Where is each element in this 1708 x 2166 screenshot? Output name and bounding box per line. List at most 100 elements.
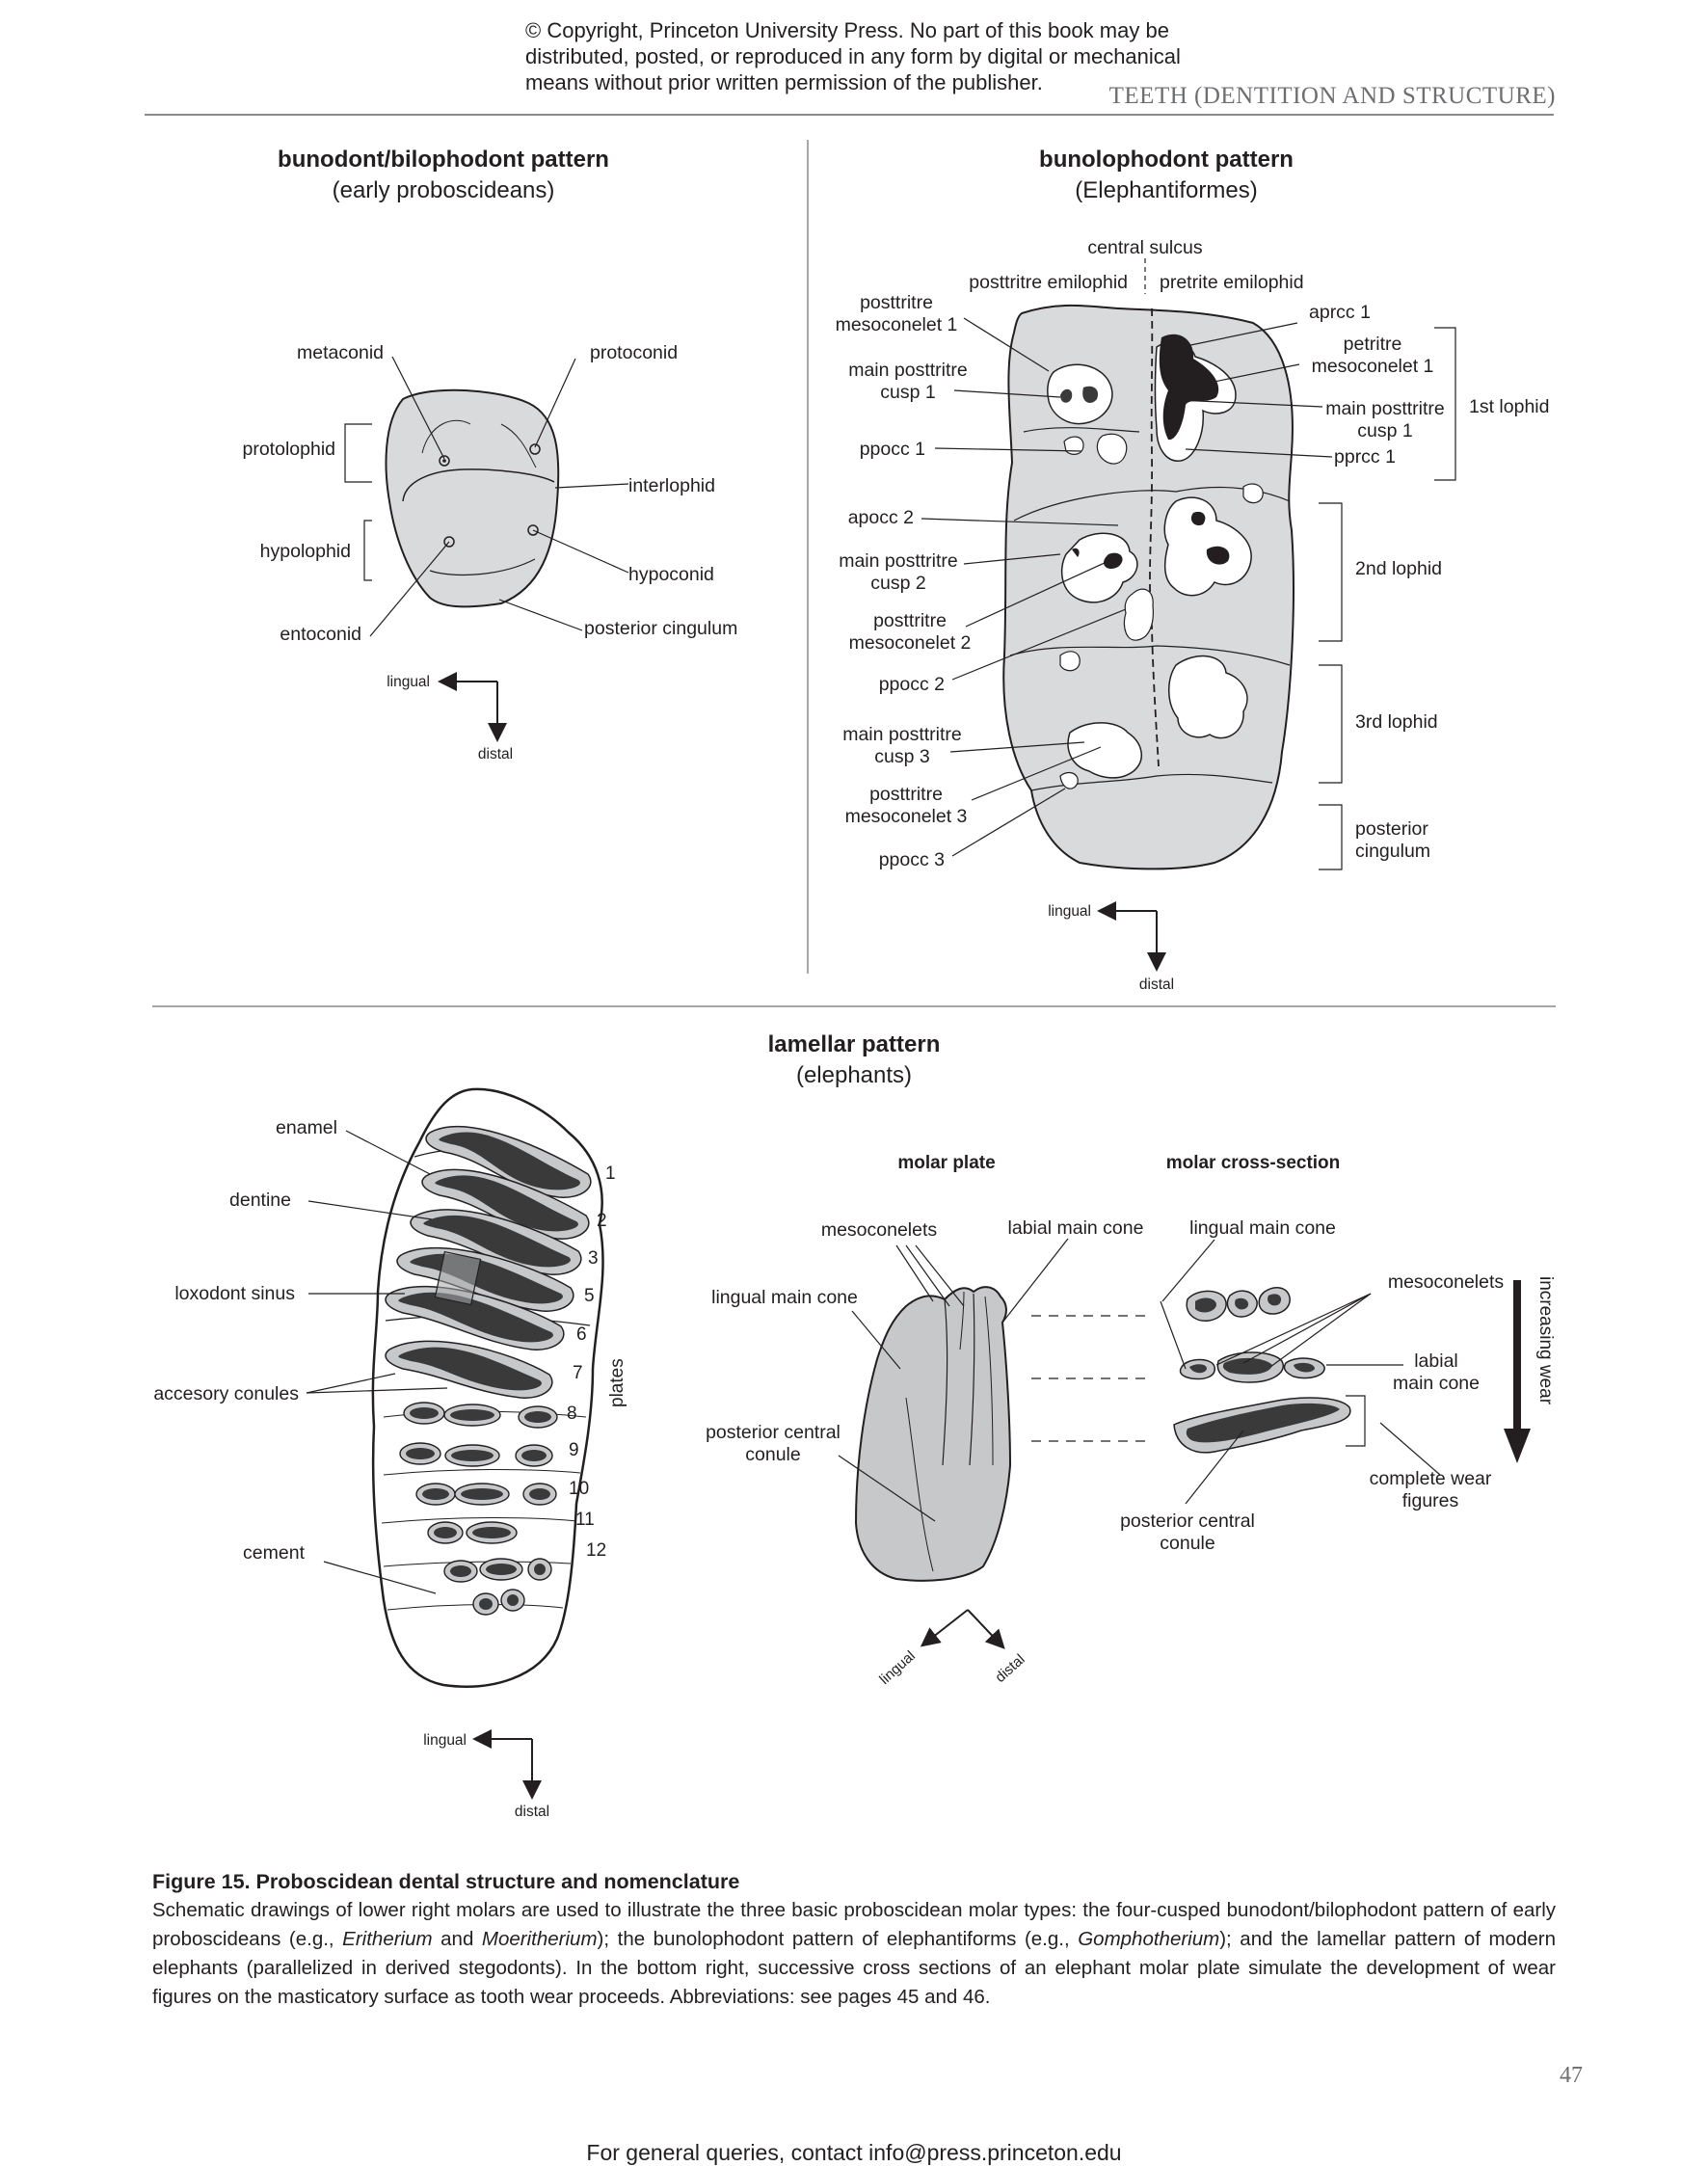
label-main-posttritre-cusp-3: main posttritre xyxy=(842,724,962,745)
caption-taxon: Gomphotherium xyxy=(1078,1928,1219,1950)
label-posttritre-mesoconelet-2: mesoconelet 2 xyxy=(849,632,972,654)
label-petritre-mesoconelet-1: mesoconelet 1 xyxy=(1312,356,1434,377)
plate-number: 3 xyxy=(588,1248,599,1269)
label-accesory-conules: accesory conules xyxy=(153,1383,299,1404)
plate-number: 8 xyxy=(567,1404,577,1424)
plate-conule-dentine xyxy=(472,1527,511,1538)
label-labial-main-cone: labial xyxy=(1414,1350,1458,1372)
label-posterior-cingulum: posterior cingulum xyxy=(584,618,737,639)
label-posttritre-mesoconelet-3: mesoconelet 3 xyxy=(845,806,968,827)
label-posterior-central-conule: posterior central xyxy=(706,1422,841,1443)
orientation-distal: distal xyxy=(1139,976,1174,993)
plate-number: 1 xyxy=(605,1163,616,1184)
label-pprcc-1: pprcc 1 xyxy=(1334,446,1396,468)
orientation-lingual: lingual xyxy=(423,1732,467,1749)
label-aprcc-1: aprcc 1 xyxy=(1309,302,1371,323)
label-entoconid: entoconid xyxy=(280,624,361,645)
bunolophodont-tooth xyxy=(1003,306,1294,869)
plate-number: 2 xyxy=(597,1211,607,1231)
bunodont-tooth xyxy=(387,390,559,607)
plate-conule-dentine xyxy=(461,1488,503,1500)
label-pretrite-emilophid: pretrite emilophid xyxy=(1160,272,1304,293)
figure-caption: Figure 15. Proboscidean dental structure… xyxy=(152,1867,1556,2012)
plate-number: 9 xyxy=(569,1440,579,1460)
plate-conule-dentine xyxy=(410,1407,439,1419)
plate-conule-dentine xyxy=(486,1564,517,1575)
increasing-wear-arrow: increasing wear xyxy=(1504,1276,1556,1463)
label-ppocc-2: ppocc 2 xyxy=(879,674,945,695)
orientation-lingual: lingual xyxy=(387,674,430,690)
plate-conule-dentine xyxy=(524,1411,551,1423)
label-main-posttritre-cusp-1: cusp 1 xyxy=(880,382,935,403)
label-main-posttritre-cusp-3: cusp 3 xyxy=(874,746,929,767)
plate-conule-dentine xyxy=(450,1565,471,1577)
caption-body: Schematic drawings of lower right molars… xyxy=(152,1899,1556,2008)
label-ppocc-3: ppocc 3 xyxy=(879,849,945,870)
caption-taxon: Moeritherium xyxy=(482,1928,598,1950)
label-petritre-mesoconelet-1: petritre xyxy=(1344,334,1402,355)
orientation-distal: distal xyxy=(478,746,513,762)
label-main-posttritre-cusp-2: main posttritre xyxy=(839,550,958,572)
label-main-posttritre-cusp-1-right: cusp 1 xyxy=(1357,420,1412,441)
label-main-posttritre-cusp-1: main posttritre xyxy=(848,360,968,381)
caption-title: Figure 15. Proboscidean dental structure… xyxy=(152,1867,1556,1896)
plate-conule-dentine xyxy=(451,1450,494,1461)
label-loxodont-sinus: loxodont sinus xyxy=(174,1283,295,1304)
figure-drawing: metaconid protoconid protolophid interlo… xyxy=(0,0,1708,1860)
label-posttritre-mesoconelet-3: posttritre xyxy=(869,784,943,805)
orientation-lingual: lingual xyxy=(1048,903,1091,920)
plate-conule-dentine xyxy=(450,1409,494,1421)
orientation-distal: distal xyxy=(992,1651,1027,1686)
cross-section-drawing xyxy=(1174,1288,1350,1453)
label-interlophid: interlophid xyxy=(628,475,715,496)
label-plates: plates xyxy=(607,1358,627,1407)
label-ppocc-1: ppocc 1 xyxy=(860,439,925,460)
label-lingual-main-cone: lingual main cone xyxy=(1189,1217,1336,1239)
plate-conule-dentine xyxy=(422,1488,449,1500)
label-main-posttritre-cusp-2: cusp 2 xyxy=(870,573,925,594)
label-posttritre-emilophid: posttritre emilophid xyxy=(969,272,1128,293)
bunodont-orientation: lingual distal xyxy=(387,674,513,762)
label-main-posttritre-cusp-1-right: main posttritre xyxy=(1325,398,1445,419)
plate-conule-dentine xyxy=(406,1448,435,1459)
label-hypolophid: hypolophid xyxy=(260,541,351,562)
label-central-sulcus: central sulcus xyxy=(1087,237,1202,258)
lamellar-molar xyxy=(373,1089,603,1687)
plate-conule-dentine xyxy=(507,1594,519,1606)
plate-number: 7 xyxy=(573,1363,583,1383)
plate-number: 5 xyxy=(584,1286,595,1306)
plate-conule-dentine xyxy=(521,1450,547,1461)
label-posterior-cingulum: posterior xyxy=(1355,818,1428,840)
label-mesoconelets: mesoconelets xyxy=(821,1219,938,1241)
orientation-lingual: lingual xyxy=(876,1647,919,1688)
label-lingual-main-cone: lingual main cone xyxy=(711,1287,858,1308)
label-complete-wear-figures: figures xyxy=(1402,1490,1459,1511)
molar-plate-drawing xyxy=(856,1287,1010,1581)
label-metaconid: metaconid xyxy=(297,342,384,363)
label-cement: cement xyxy=(243,1542,306,1564)
label-posttritre-mesoconelet-1: mesoconelet 1 xyxy=(836,314,958,335)
label-posterior-central-conule: posterior central xyxy=(1120,1511,1255,1532)
label-mesoconelets: mesoconelets xyxy=(1388,1271,1505,1293)
label-posttritre-mesoconelet-2: posttritre xyxy=(873,610,947,631)
label-labial-main-cone: labial main cone xyxy=(1008,1217,1144,1239)
molar-plate-orientation: lingual distal xyxy=(876,1610,1027,1688)
label-1st-lophid: 1st lophid xyxy=(1469,396,1549,417)
caption-text: ); the bunolophodont pattern of elephant… xyxy=(598,1928,1079,1950)
plate-number: 12 xyxy=(586,1540,606,1561)
label-2nd-lophid: 2nd lophid xyxy=(1355,558,1442,579)
footer-contact: For general queries, contact info@press.… xyxy=(0,2140,1708,2166)
label-labial-main-cone: main cone xyxy=(1393,1373,1480,1394)
label-posterior-central-conule: conule xyxy=(1160,1533,1214,1554)
orientation-distal: distal xyxy=(515,1804,549,1820)
label-dentine: dentine xyxy=(229,1190,291,1211)
plate-number: 11 xyxy=(575,1510,595,1530)
label-posttritre-mesoconelet-1: posttritre xyxy=(860,292,933,313)
label-complete-wear-figures: complete wear xyxy=(1370,1468,1492,1489)
label-enamel: enamel xyxy=(276,1117,337,1138)
plate-number: 10 xyxy=(569,1479,589,1499)
label-protoconid: protoconid xyxy=(590,342,678,363)
label-hypoconid: hypoconid xyxy=(628,564,714,585)
plate-conule-dentine xyxy=(534,1564,546,1575)
label-posterior-cingulum: cingulum xyxy=(1355,841,1430,862)
